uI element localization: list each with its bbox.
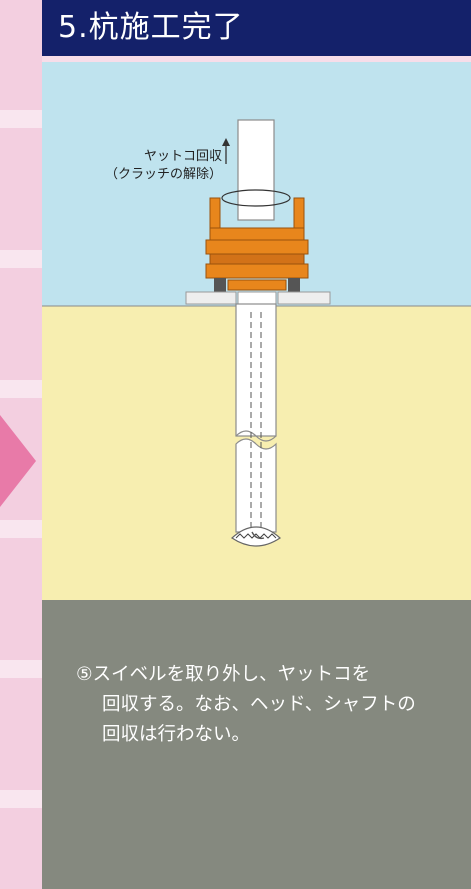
step-panel: 5.杭施工完了	[42, 0, 471, 889]
margin-band	[0, 380, 42, 398]
margin-band	[0, 520, 42, 538]
caption-line-3: 回収は行わない。	[102, 724, 251, 745]
step-pointer-arrow-icon	[0, 415, 36, 507]
caption-line-2: 回収する。なお、ヘッド、シャフトの	[102, 694, 416, 715]
caption-box: ⑤スイベルを取り外し、ヤットコを 回収する。なお、ヘッド、シャフトの 回収は行わ…	[42, 600, 471, 889]
base-plate-right	[277, 291, 331, 305]
step-number-marker: ⑤	[76, 664, 93, 685]
pile-tip-head	[231, 526, 281, 547]
caption-text: ⑤スイベルを取り外し、ヤットコを 回収する。なお、ヘッド、シャフトの 回収は行わ…	[76, 660, 456, 750]
step-title: 5.杭施工完了	[58, 10, 244, 45]
lift-arrow-head-icon	[222, 138, 230, 146]
margin-band	[0, 250, 42, 268]
base-plate-center	[237, 291, 277, 305]
rig-machine	[205, 197, 309, 292]
pile-diagram: ヤットコ回収 （クラッチの解除）	[42, 62, 471, 600]
title-bar: 5.杭施工完了	[42, 0, 471, 56]
rotation-ring	[221, 189, 291, 207]
margin-band	[0, 660, 42, 678]
yattoko-rod	[237, 119, 275, 221]
diagram-label-line1: ヤットコ回収	[144, 149, 222, 164]
base-plate-left	[185, 291, 237, 305]
caption-line-1-text: スイベルを取り外し、ヤットコを	[92, 664, 371, 685]
margin-band	[0, 110, 42, 128]
diagram-label-line2: （クラッチの解除）	[105, 167, 222, 182]
steel-pile	[235, 303, 277, 533]
margin-band	[0, 790, 42, 808]
caption-line-1: ⑤スイベルを取り外し、ヤットコを	[76, 660, 456, 690]
